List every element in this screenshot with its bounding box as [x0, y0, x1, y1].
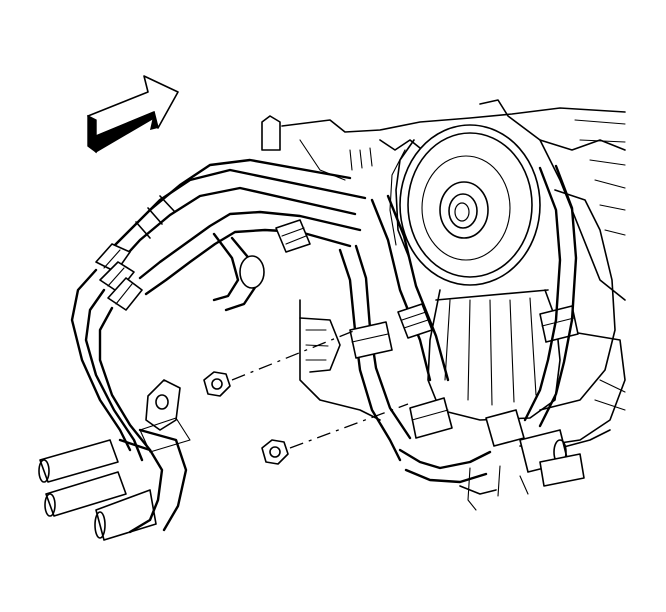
ac-refrigerant-line-assembly	[38, 158, 585, 541]
line-retaining-bolt-lower	[261, 403, 409, 465]
compressor-clutch-pulley	[389, 124, 541, 286]
direction-arrow	[87, 75, 179, 154]
line-retaining-bolt-upper	[203, 329, 357, 397]
line-mounting-bracket	[139, 379, 191, 453]
